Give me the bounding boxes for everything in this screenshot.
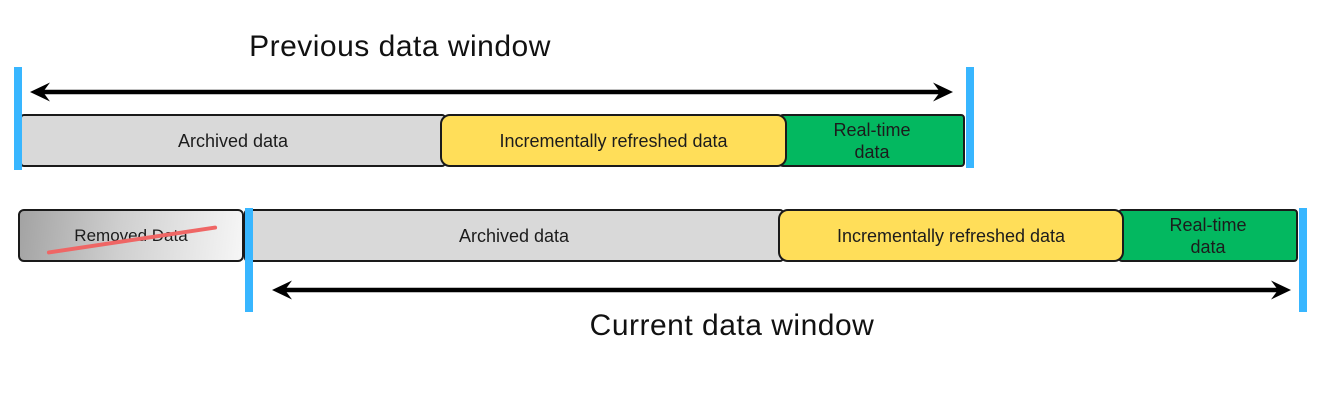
current-window-span-arrow <box>272 280 1291 300</box>
segment-label: Incrementally refreshed data <box>836 225 1066 246</box>
current-window-start-marker <box>245 208 253 312</box>
segment-label: Real-time data <box>1169 214 1247 257</box>
previous-archived-segment: Archived data <box>20 114 446 167</box>
previous-window-end-marker <box>966 67 974 168</box>
arrowhead-left-icon <box>272 280 292 300</box>
previous-realtime-segment: Real-time data <box>779 114 965 167</box>
previous-incremental-segment: Incrementally refreshed data <box>440 114 787 167</box>
arrowhead-right-icon <box>933 82 953 102</box>
segment-label: Incrementally refreshed data <box>499 130 728 151</box>
current-archived-segment: Archived data <box>244 209 784 262</box>
current-window-title: Current data window <box>589 309 875 342</box>
segment-label: Removed Data <box>74 225 188 245</box>
arrowhead-left-icon <box>30 82 50 102</box>
previous-window-start-marker <box>14 67 22 170</box>
arrowhead-right-icon <box>1271 280 1291 300</box>
segment-label: Real-time data <box>833 119 911 162</box>
segment-label: Archived data <box>177 130 289 151</box>
current-removed-segment: Removed Data <box>18 209 244 262</box>
current-incremental-segment: Incrementally refreshed data <box>778 209 1124 262</box>
current-realtime-segment: Real-time data <box>1118 209 1298 262</box>
current-window-end-marker <box>1299 208 1307 312</box>
previous-window-span-arrow <box>30 82 953 102</box>
previous-window-title: Previous data window <box>249 30 551 63</box>
segment-label: Archived data <box>458 225 570 246</box>
